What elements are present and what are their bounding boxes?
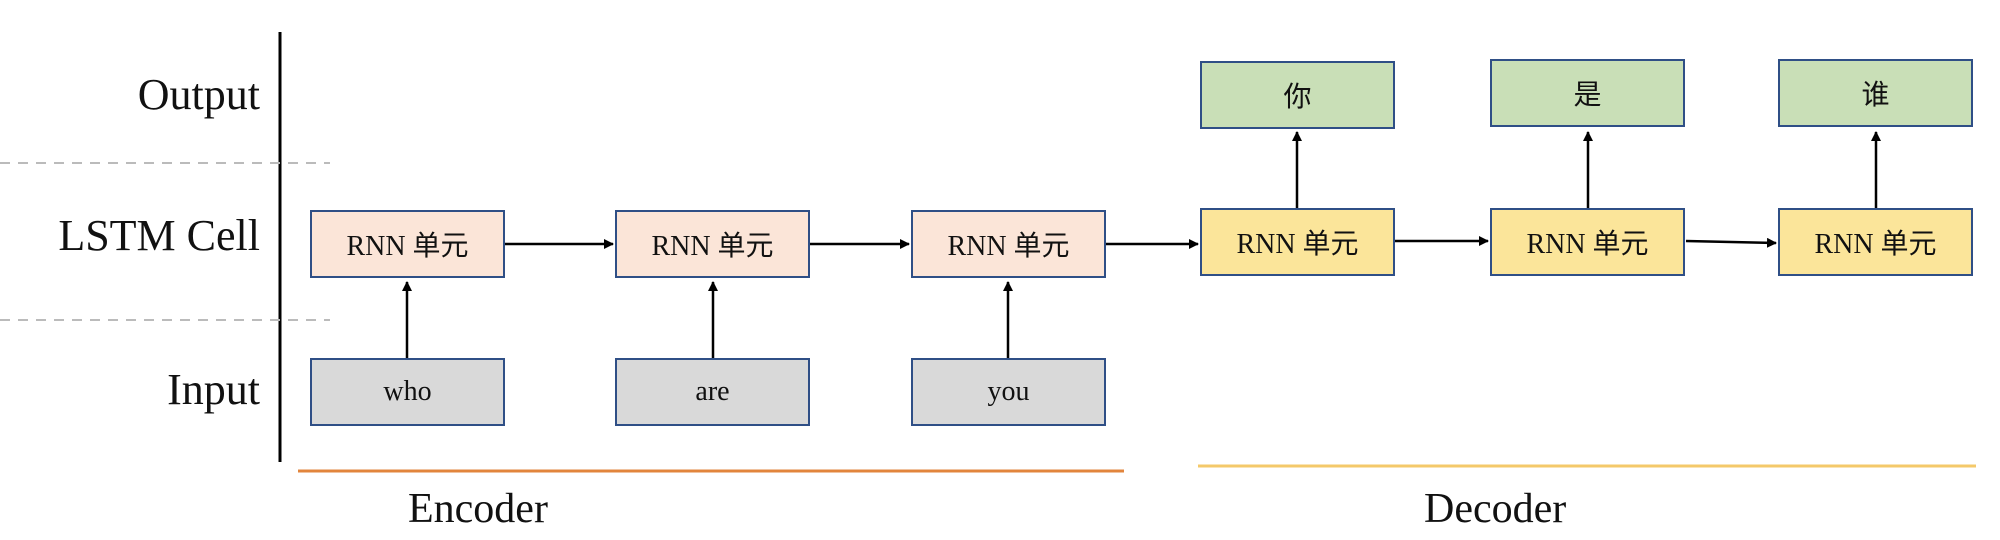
encoder-cell-2: RNN 单元	[615, 210, 810, 278]
input-token-who: who	[310, 358, 505, 426]
output-token-1: 你	[1200, 61, 1395, 129]
row-label-output: Output	[137, 70, 260, 119]
row-label-input: Input	[167, 365, 260, 414]
encoder-label: Encoder	[408, 486, 548, 532]
arrow-dec-2-to-dec-3	[1685, 237, 1777, 248]
output-token-3: 谁	[1778, 59, 1973, 127]
input-token-are: are	[615, 358, 810, 426]
decoder-cell-1: RNN 单元	[1200, 208, 1395, 276]
decoder-cell-2: RNN 单元	[1490, 208, 1685, 276]
decoder-cell-3: RNN 单元	[1778, 208, 1973, 276]
row-label-lstm-cell: LSTM Cell	[58, 211, 260, 260]
encoder-cell-3: RNN 单元	[911, 210, 1106, 278]
output-token-2: 是	[1490, 59, 1685, 127]
decoder-label: Decoder	[1424, 486, 1567, 532]
input-token-you: you	[911, 358, 1106, 426]
encoder-cell-1: RNN 单元	[310, 210, 505, 278]
